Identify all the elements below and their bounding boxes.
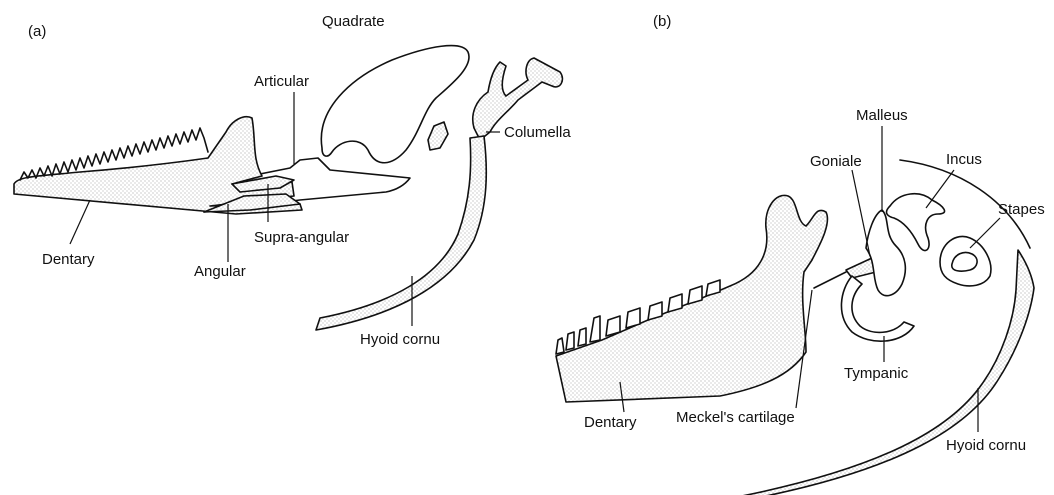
label-malleus: Malleus [856,107,908,124]
label-dentary-b: Dentary [584,414,637,431]
incus-bone-b [887,194,945,251]
label-tympanic: Tympanic [844,365,909,382]
label-columella: Columella [504,124,571,141]
label-meckels-cartilage: Meckel's cartilage [676,409,795,426]
label-incus: Incus [946,151,982,168]
panel-b-tag: (b) [653,13,671,30]
incus-leader [926,170,954,208]
meckels-cartilage-b [814,272,846,288]
label-articular: Articular [254,73,309,90]
panel-a-tag: (a) [28,23,46,40]
label-dentary-a: Dentary [42,251,95,268]
panel-a: (a) Quadrate Articular [14,13,571,348]
malleus-bone-b [866,210,905,296]
panel-b: (b) [556,13,1045,495]
label-hyoid-cornu-a: Hyoid cornu [360,331,440,348]
goniale-leader [852,170,870,256]
dentary-leader-a [70,200,90,244]
label-hyoid-cornu-b: Hyoid cornu [946,437,1026,454]
stapes-leader [970,218,1000,248]
label-goniale: Goniale [810,153,862,170]
quadrate-bone-a [321,46,469,163]
label-angular: Angular [194,263,246,280]
label-quadrate: Quadrate [322,13,385,30]
label-supra-angular: Supra-angular [254,229,349,246]
columella-footplate-a [428,122,448,150]
label-stapes: Stapes [998,201,1045,218]
